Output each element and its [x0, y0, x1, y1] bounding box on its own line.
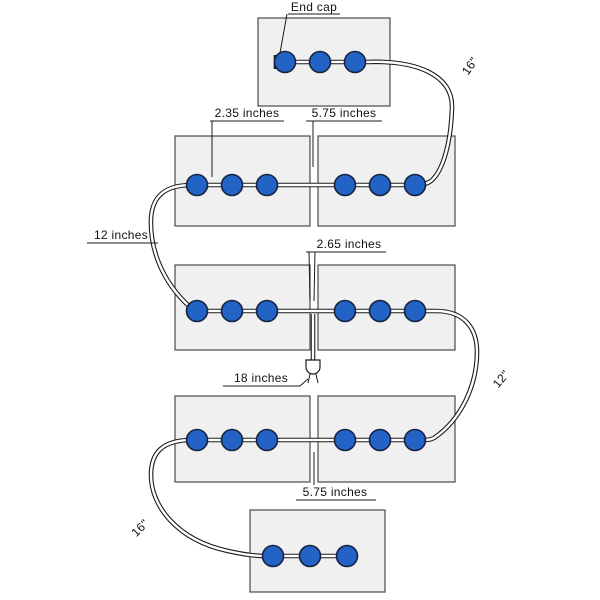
light-socket	[403, 428, 427, 452]
end-cap-label: End cap	[291, 0, 337, 14]
light-socket	[273, 50, 297, 74]
light-socket	[308, 50, 332, 74]
plug-prong-left	[307, 373, 311, 384]
light-socket	[335, 544, 359, 568]
dim-18-label: 18 inches	[234, 371, 288, 385]
light-socket	[298, 544, 322, 568]
light-socket	[333, 428, 357, 452]
light-socket	[220, 299, 244, 323]
dim-5-75-top-label: 5.75 inches	[312, 106, 377, 120]
light-socket	[255, 428, 279, 452]
light-socket	[261, 544, 285, 568]
plug-prong-right	[315, 373, 319, 384]
light-socket	[185, 299, 209, 323]
light-string-tube-inner	[149, 60, 479, 558]
light-socket	[220, 428, 244, 452]
dim-2-65-leader-b	[313, 251, 316, 302]
dim-16-top-right-label: 16"	[459, 54, 481, 77]
light-socket	[333, 173, 357, 197]
plug-icon	[305, 359, 321, 375]
light-socket	[220, 173, 244, 197]
dim-12-right-label: 12"	[490, 367, 513, 390]
dim-12-inches-label: 12 inches	[94, 228, 148, 242]
light-socket	[403, 299, 427, 323]
light-socket	[343, 50, 367, 74]
light-socket	[185, 428, 209, 452]
end-cap-leader	[279, 13, 288, 54]
dim-2-35-label: 2.35 inches	[215, 106, 280, 120]
light-socket	[333, 299, 357, 323]
light-socket	[403, 173, 427, 197]
dim-2-65-label: 2.65 inches	[317, 237, 382, 251]
dim-5-75-bottom-label: 5.75 inches	[303, 485, 368, 499]
dim-18-leader	[299, 378, 309, 387]
light-socket	[368, 173, 392, 197]
dim-2-65-leader-a	[308, 251, 311, 302]
light-socket	[255, 173, 279, 197]
sockets-layer	[185, 50, 427, 568]
light-socket	[255, 299, 279, 323]
light-socket	[368, 299, 392, 323]
dim-16-bottom-left-label: 16"	[129, 517, 152, 540]
dimension-lines	[87, 13, 386, 501]
light-socket	[185, 173, 209, 197]
light-socket	[368, 428, 392, 452]
